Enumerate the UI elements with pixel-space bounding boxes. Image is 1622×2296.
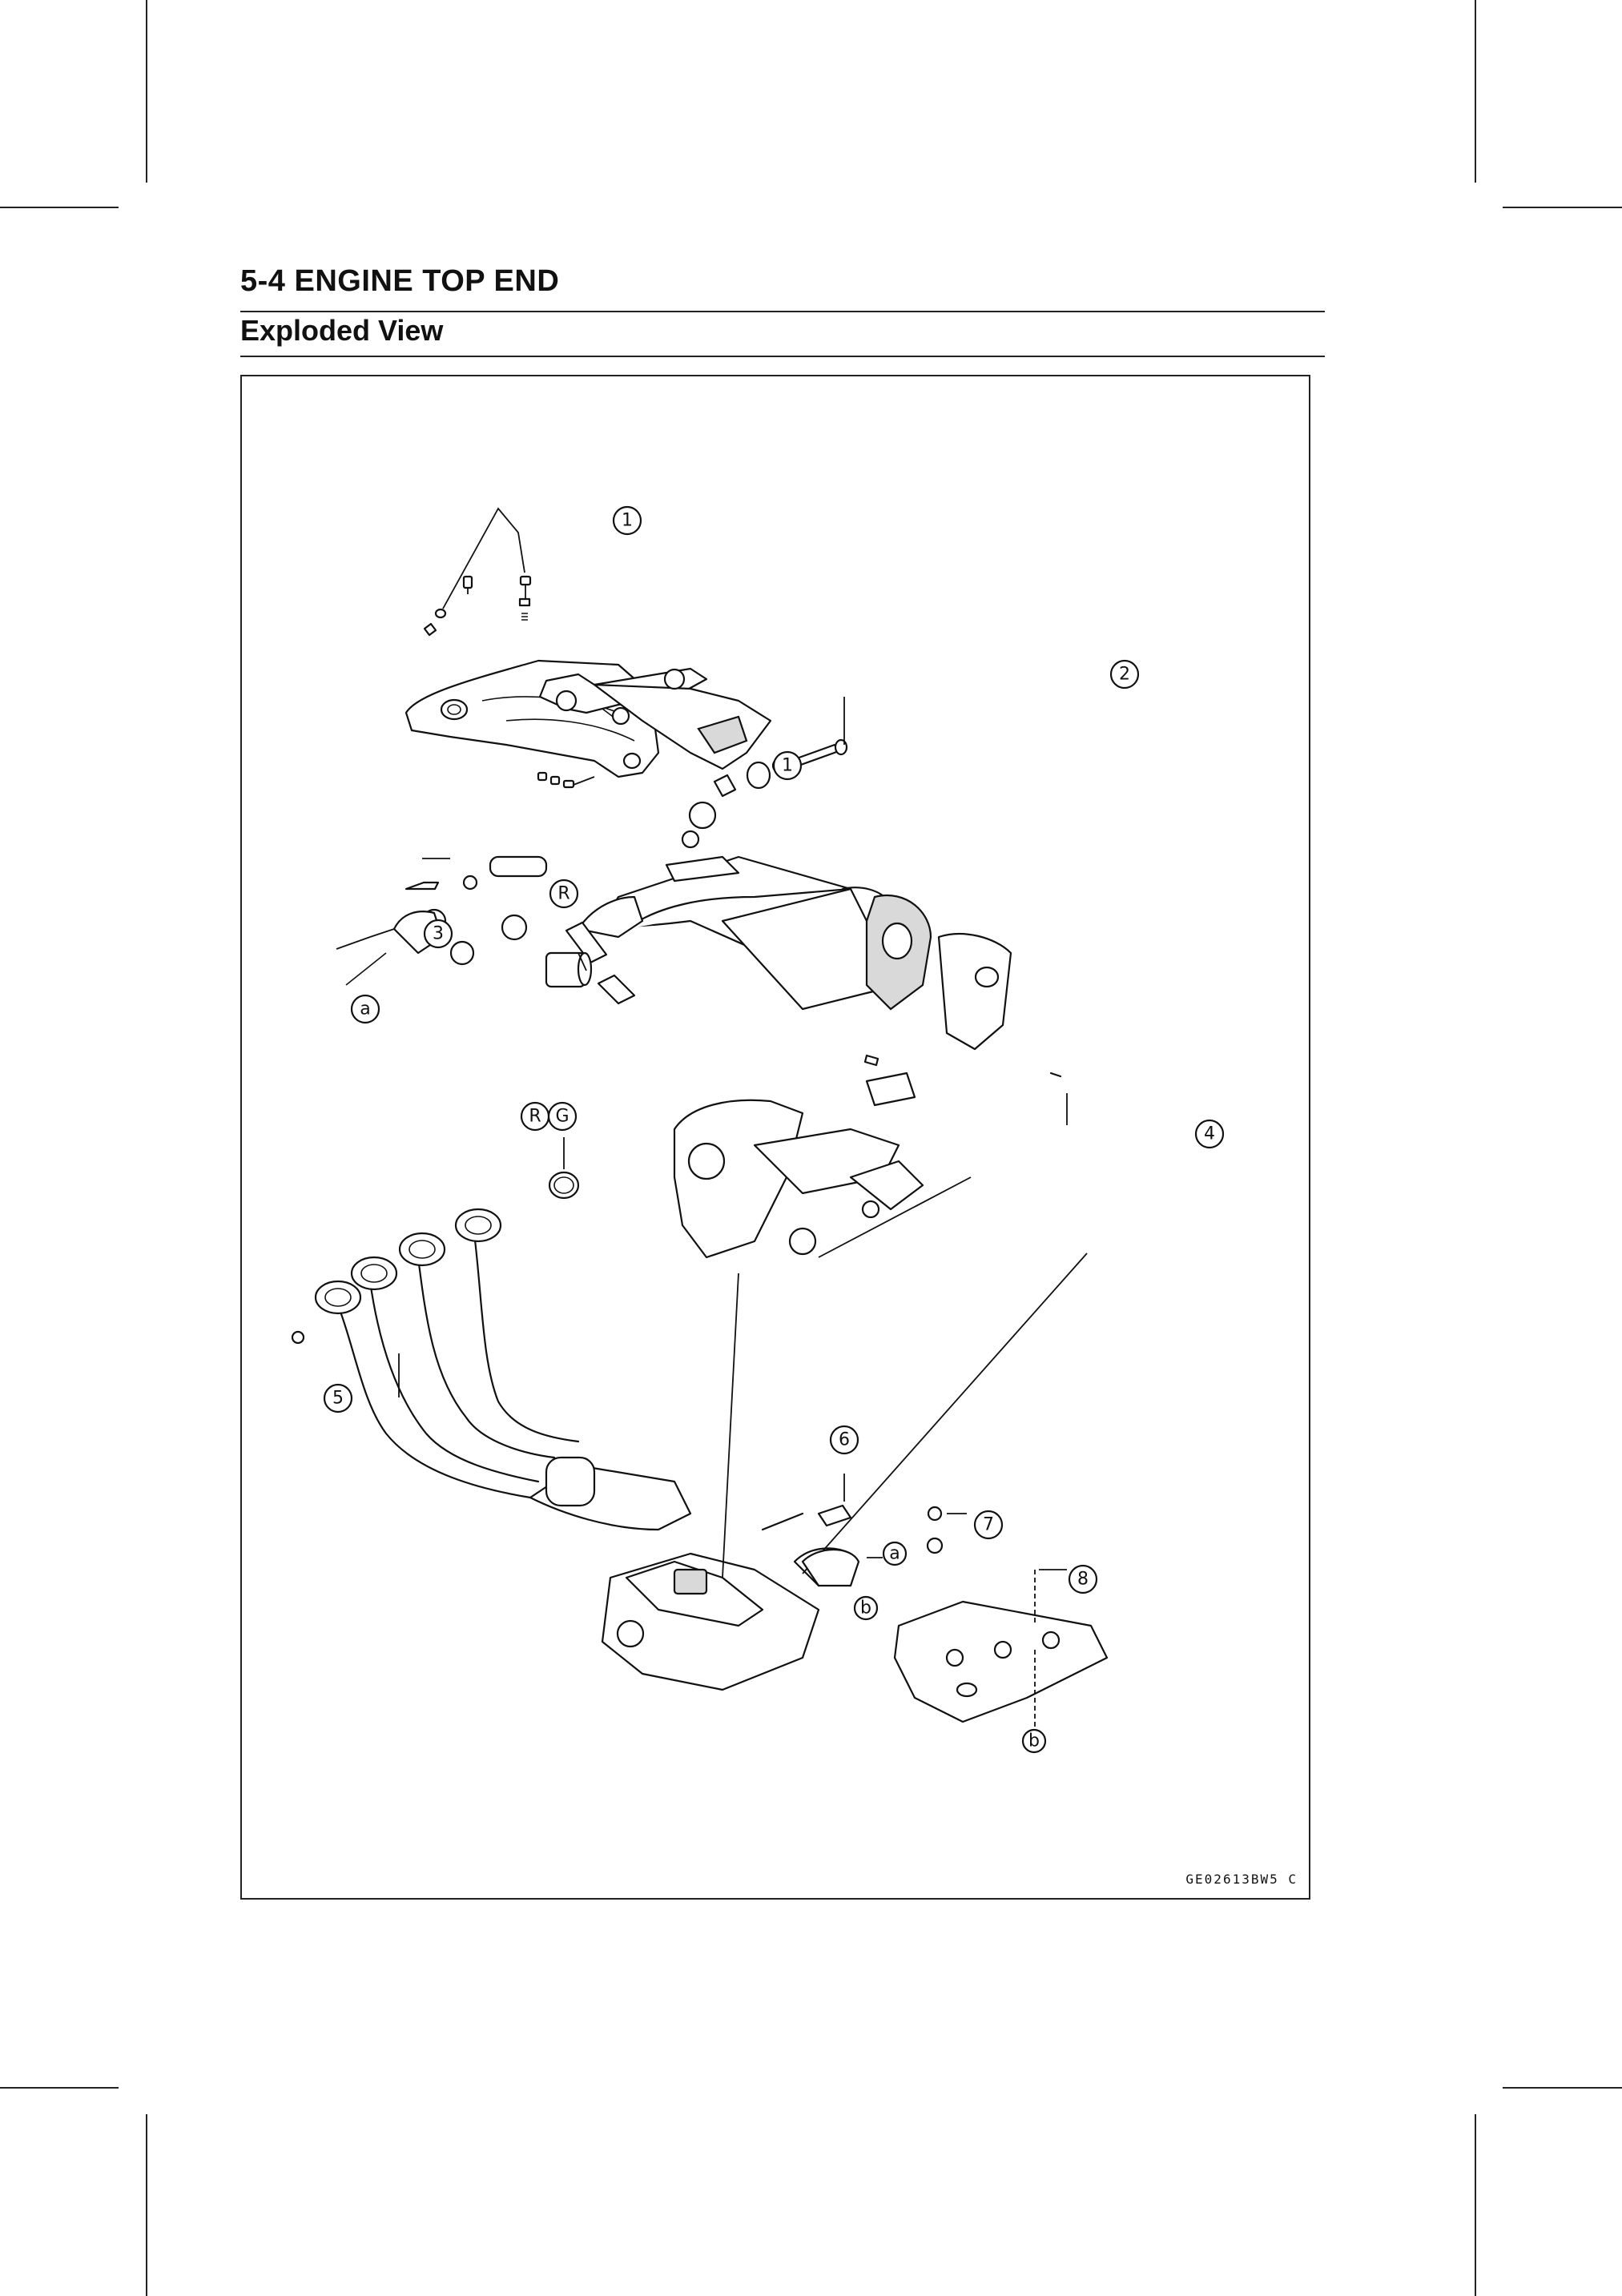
callout-b-upper: b — [853, 1595, 879, 1621]
callout-a-upper: a — [350, 994, 380, 1024]
svg-text:8: 8 — [1077, 1570, 1089, 1590]
bolt-6 — [761, 1504, 852, 1531]
callout-7: 7 — [973, 1510, 1004, 1540]
crop-mark — [0, 207, 119, 208]
callout-a-lower: a — [882, 1541, 908, 1566]
crop-mark — [1503, 207, 1622, 208]
svg-text:2: 2 — [1119, 665, 1130, 685]
header-rule — [240, 311, 1325, 312]
section-rule — [240, 356, 1325, 357]
center-bracket — [673, 1072, 972, 1259]
callout-1-top: 1 — [612, 505, 642, 536]
callout-8: 8 — [1068, 1564, 1098, 1594]
crop-mark — [1475, 2114, 1476, 2296]
section-title: Exploded View — [240, 314, 444, 347]
callout-3: 3 — [423, 919, 453, 949]
svg-text:3: 3 — [433, 924, 444, 944]
callout-g: G — [547, 1101, 578, 1132]
exhaust-exploded-diagram: 1 1 2 R 3 a 4 R G 5 6 7 a 8 b b — [291, 505, 1225, 1754]
catalyst-box — [601, 1253, 1088, 1691]
crop-mark — [146, 0, 147, 183]
crop-mark — [146, 2114, 147, 2296]
clamp-a — [801, 1548, 860, 1587]
callout-5: 5 — [323, 1383, 353, 1413]
exploded-view-figure: 1 1 2 R 3 a 4 R G 5 6 7 a 8 b b GE02613B… — [240, 375, 1310, 1900]
svg-text:R: R — [557, 884, 570, 904]
svg-text:1: 1 — [782, 756, 793, 776]
exhaust-header — [291, 1208, 692, 1531]
callout-6: 6 — [829, 1425, 859, 1455]
svg-text:R: R — [529, 1107, 541, 1127]
figure-reference-code: GE02613BW5 C — [1185, 1872, 1298, 1887]
crop-mark — [1475, 0, 1476, 183]
svg-text:G: G — [555, 1107, 569, 1127]
muffler — [489, 855, 1012, 1051]
heat-guard — [893, 1506, 1109, 1730]
callout-r-lower: R — [520, 1101, 550, 1132]
svg-text:4: 4 — [1204, 1124, 1215, 1144]
svg-text:1: 1 — [622, 511, 633, 531]
callout-b-lower: b — [1021, 1728, 1047, 1754]
svg-text:a: a — [889, 1544, 900, 1564]
bolt-4 — [863, 1054, 1062, 1078]
svg-text:5: 5 — [332, 1389, 344, 1409]
crop-mark — [0, 2087, 119, 2089]
svg-text:b: b — [860, 1598, 871, 1618]
svg-text:b: b — [1028, 1731, 1040, 1751]
svg-text:7: 7 — [983, 1515, 994, 1535]
gasket-rg — [548, 1171, 580, 1200]
callout-2: 2 — [1109, 659, 1140, 690]
callout-r-upper: R — [549, 879, 579, 909]
svg-text:6: 6 — [839, 1430, 850, 1450]
svg-text:a: a — [360, 999, 370, 1019]
bolt-group-1 — [423, 575, 575, 789]
page-header-title: 5-4 ENGINE TOP END — [240, 264, 560, 298]
callout-1-mid: 1 — [772, 750, 803, 781]
gasket-r — [545, 951, 593, 988]
crop-mark — [1503, 2087, 1622, 2089]
rear-bracket — [538, 667, 772, 830]
callout-4: 4 — [1194, 1119, 1225, 1149]
